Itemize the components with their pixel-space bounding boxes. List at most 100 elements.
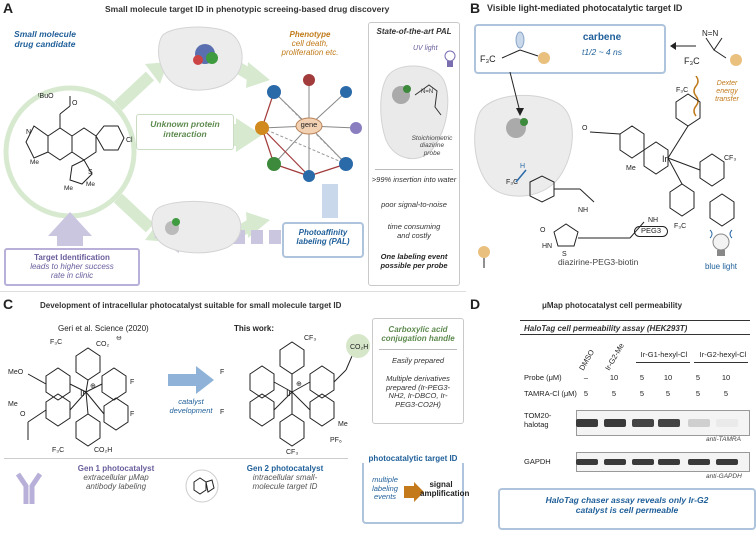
blot1-antibody: anti-TAMRA xyxy=(706,436,741,443)
probe-value-0: – xyxy=(583,373,589,382)
sota-point-1: >99% insertion into water xyxy=(371,175,457,184)
sota-title: State-of-the-art PAL xyxy=(376,27,452,36)
svg-text:O: O xyxy=(540,227,546,234)
svg-text:Me: Me xyxy=(338,421,348,428)
panel-d-letter: D xyxy=(470,296,481,312)
svg-text:Me: Me xyxy=(64,185,73,192)
diazirine-structure: N=N F₃C xyxy=(670,29,742,66)
blot2-label: GAPDH xyxy=(524,457,551,466)
this-work-label: This work: xyxy=(234,324,275,333)
phenotype-label: Phenotype cell death, proliferation etc. xyxy=(281,30,339,58)
svg-text:CF₃: CF₃ xyxy=(304,335,316,342)
uv-light-label: UV light xyxy=(413,45,438,52)
easily-prepared: Easily prepared xyxy=(391,356,445,365)
svg-text:HN: HN xyxy=(542,243,552,250)
probe-value-2: 5 xyxy=(639,373,645,382)
svg-text:CO₂: CO₂ xyxy=(96,341,110,348)
svg-text:CO₂H: CO₂H xyxy=(94,447,112,454)
panel-b-title: Visible light-mediated photocatalytic ta… xyxy=(487,3,683,13)
svg-text:⊖: ⊖ xyxy=(116,336,122,342)
probe-name: diazirine-PEG3-biotin xyxy=(558,257,639,267)
svg-text:F: F xyxy=(220,369,224,376)
col-ir-g2-me: Ir-G2-Me xyxy=(603,341,626,372)
geri-ref: Geri et al. Science (2020) xyxy=(58,324,149,333)
gene-label: gene xyxy=(300,120,318,129)
tamra-band-1 xyxy=(604,419,626,427)
gen2-label: Gen 2 photocatalyst intracellular small-… xyxy=(246,464,324,492)
probe-value-4: 5 xyxy=(695,373,701,382)
blue-light-icon xyxy=(709,229,733,256)
tamra-band-4 xyxy=(688,419,710,427)
peg3-label: PEG3 xyxy=(634,226,668,237)
gene-network xyxy=(255,74,362,182)
svg-text:F: F xyxy=(130,411,134,418)
svg-text:Me: Me xyxy=(86,181,95,188)
tamra-value-5: 5 xyxy=(723,389,729,398)
col-ir-g1-hexyl-cl: Ir-G1-hexyl-Cl xyxy=(640,350,688,359)
gapdh-band-2 xyxy=(632,459,654,465)
assay-label: HaloTag cell permeability assay (HEK293T… xyxy=(524,324,688,333)
protein-surface-pal: N=N xyxy=(380,65,449,160)
gapdh-band-0 xyxy=(576,459,598,465)
svg-text:O: O xyxy=(72,100,78,107)
svg-text:F₃C: F₃C xyxy=(52,447,64,454)
probe-value-1: 10 xyxy=(609,373,619,382)
small-molecule-icon xyxy=(185,469,219,503)
svg-text:MeO: MeO xyxy=(8,369,24,376)
gapdh-band-3 xyxy=(658,459,680,465)
sota-pal-box: State-of-the-art PAL UV light N=N Stoich… xyxy=(368,22,460,286)
gen1-label: Gen 1 photocatalyst extracellular μMap a… xyxy=(77,464,155,492)
carbene-label: carbene xyxy=(582,32,622,43)
gen2-structure: CO₂H Ir ⊕ CF₃ F F Me CF₃ PF₆ xyxy=(220,334,370,456)
svg-text:O: O xyxy=(582,125,588,132)
target-id-box: Target Identification leads to higher su… xyxy=(4,248,140,286)
tamra-band-5 xyxy=(716,419,738,427)
catalyst-dev-arrow xyxy=(168,366,214,394)
tamra-value-3: 5 xyxy=(665,389,671,398)
panel-b-scene: Ir F₃C CF₃ F₃C Me O F₃C NH O HN S NH H xyxy=(474,72,736,268)
carbene-box: F₃C carbene t1/2 ~ 4 ns xyxy=(474,24,666,74)
panel-c-title: Development of intracellular photocataly… xyxy=(40,301,342,310)
svg-text:F₃C: F₃C xyxy=(674,223,686,230)
svg-text:F₃C: F₃C xyxy=(676,87,688,94)
panel-b-letter: B xyxy=(470,0,481,16)
blot1-label: TOM20-halotag xyxy=(524,411,552,429)
svg-text:Me: Me xyxy=(8,401,18,408)
panel-a-letter: A xyxy=(3,0,14,16)
col-dmso: DMSO xyxy=(577,348,597,372)
svg-text:Ir: Ir xyxy=(80,388,86,398)
col-ir-g2-hexyl-cl: Ir-G2-hexyl-Cl xyxy=(699,350,747,359)
svg-text:⊕: ⊕ xyxy=(90,383,96,390)
gen1-structure: Ir ⊕ F₃C CO₂ ⊖ MeO Me O F F F₃C CO₂H xyxy=(8,336,134,454)
svg-text:CF₃: CF₃ xyxy=(286,449,298,456)
svg-text:F₃C: F₃C xyxy=(480,54,496,64)
svg-text:Cl: Cl xyxy=(126,137,133,144)
svg-text:PF₆: PF₆ xyxy=(330,437,342,444)
tamra-value-1: 5 xyxy=(611,389,617,398)
uv-lamp-icon xyxy=(444,50,456,67)
tamra-value-0: 5 xyxy=(583,389,589,398)
svg-text:Ir: Ir xyxy=(662,154,668,164)
svg-text:F₃C: F₃C xyxy=(506,179,518,186)
panel-d-title: μMap photocatalyst cell permeability xyxy=(542,301,683,310)
gapdh-blot xyxy=(576,452,750,472)
panel-a-title: Small molecule target ID in phenotypic s… xyxy=(105,4,390,14)
svg-text:Me: Me xyxy=(626,165,636,172)
antibody-icon xyxy=(15,472,43,504)
svg-text:CF₃: CF₃ xyxy=(724,155,736,162)
blot2-antibody: anti-GAPDH xyxy=(706,473,742,480)
amplification-arrow xyxy=(404,482,424,502)
svg-text:⊕: ⊕ xyxy=(296,381,302,388)
tamra-band-0 xyxy=(576,419,598,427)
svg-text:NH: NH xyxy=(578,207,588,214)
